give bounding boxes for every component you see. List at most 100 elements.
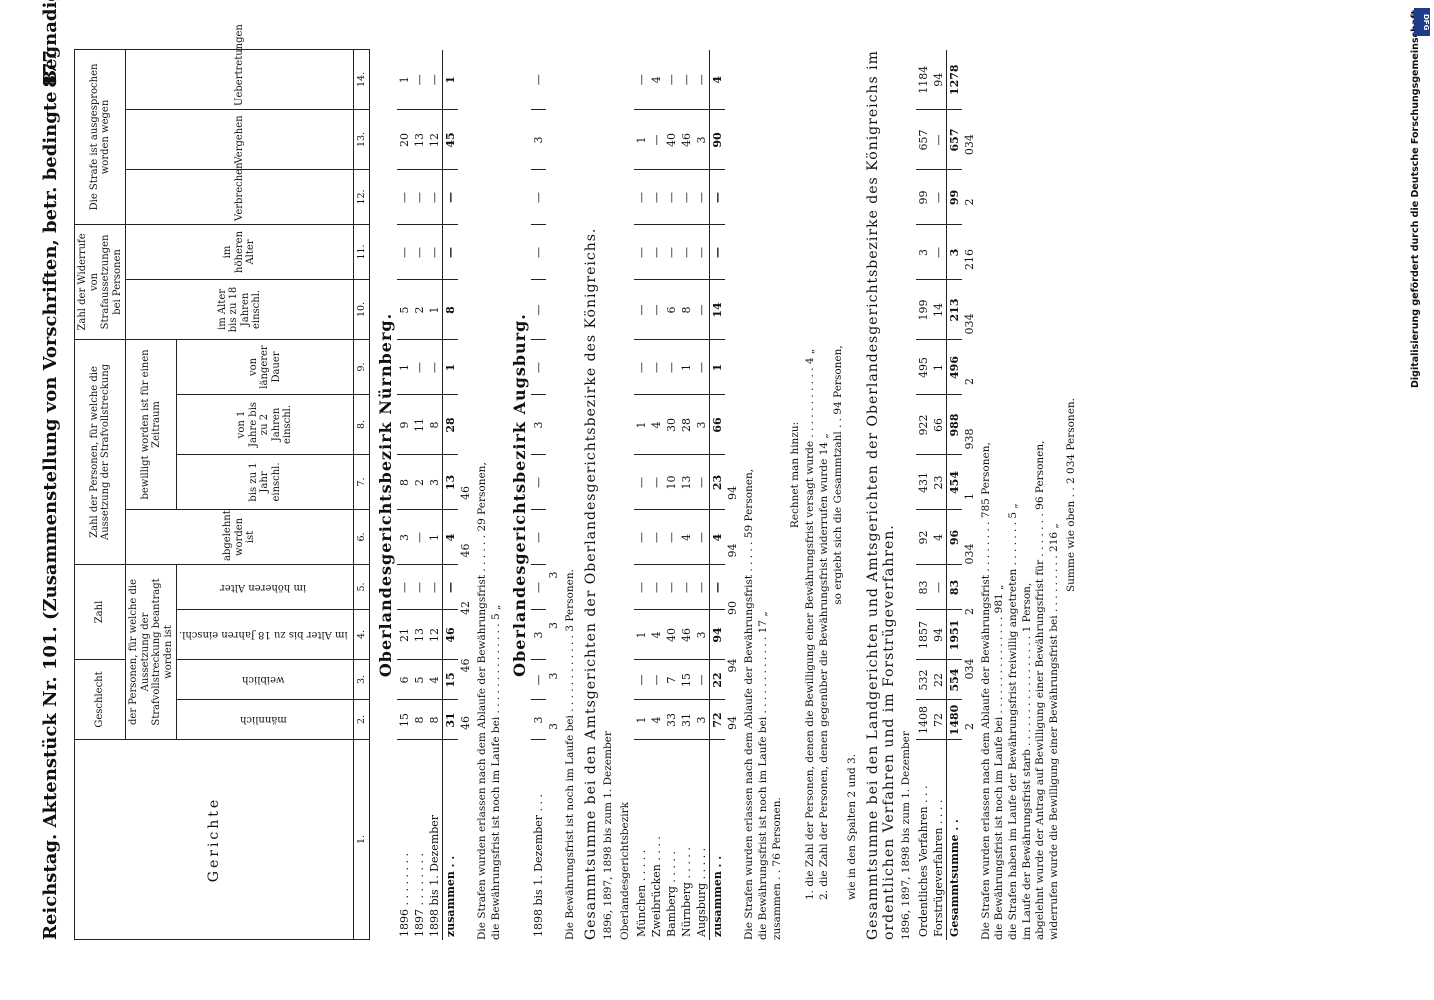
row-label: Gesammtsumme . . bbox=[946, 740, 962, 940]
header-group-d: Die Strafe ist ausgesprochen worden wege… bbox=[74, 49, 126, 225]
header-alter-bis18: im Alter bis zu 18 Jahren einschl. bbox=[176, 609, 354, 660]
table-cell: — bbox=[649, 110, 665, 170]
side-credit-text: Digitalisierung gefördert durch die Deut… bbox=[1410, 10, 1421, 388]
table-cell: — bbox=[634, 50, 650, 110]
final-sum: Summe wie oben . . 2 034 Personen. bbox=[1064, 397, 1077, 593]
subtotal-row: 3 3 3 3 bbox=[546, 50, 561, 940]
table-cell: 94 bbox=[709, 610, 726, 660]
table-cell: 46 bbox=[679, 110, 695, 170]
table-cell: 83 bbox=[946, 565, 962, 610]
row-label: Ordentliches Verfahren . . . bbox=[916, 785, 930, 937]
table-cell: 3 bbox=[530, 110, 546, 170]
table-cell: 1 bbox=[442, 340, 459, 395]
table-amtsgerichte: München . . . . .1—1———1————1—Zweibrücke… bbox=[634, 50, 740, 940]
row-label bbox=[725, 740, 740, 940]
subtotal-row: 94 94 90 94 94 bbox=[725, 50, 740, 940]
table-cell: 5 bbox=[397, 280, 413, 340]
table-cell: — bbox=[412, 170, 428, 225]
note-augsburg: Die Bewährungsfrist ist noch im Laufe be… bbox=[563, 569, 576, 940]
table-cell: 4 bbox=[679, 510, 695, 565]
table-cell: 3 bbox=[694, 610, 710, 660]
table-cell: — bbox=[634, 170, 650, 225]
table-cell: — bbox=[649, 565, 665, 610]
table-cell: 1 bbox=[634, 700, 650, 740]
table-row: 1898 bis 1. Dezember . . .3—3———3————3— bbox=[530, 50, 546, 940]
table-cell: 8 bbox=[427, 700, 443, 740]
table-cell: 1857 bbox=[915, 610, 931, 660]
table-cell: 2 bbox=[412, 455, 428, 510]
page-title: Reichstag. Aktenstück Nr. 101. (Zusammen… bbox=[40, 0, 61, 940]
table-cell: — bbox=[694, 510, 710, 565]
table-cell: 496 bbox=[946, 340, 962, 395]
table-cell: 94 bbox=[930, 610, 947, 660]
table-cell: — bbox=[709, 170, 726, 225]
header-laenger: von längerer Dauer bbox=[176, 339, 354, 395]
table-cell: 554 bbox=[946, 660, 962, 700]
header-uebertretungen: Uebertretungen bbox=[125, 24, 354, 110]
table-cell: 12 bbox=[427, 610, 443, 660]
row-label: Nürnberg . . . . . bbox=[680, 847, 694, 937]
table-cell: 3 bbox=[530, 700, 546, 740]
table-cell: — bbox=[649, 660, 665, 700]
table-cell: 3 bbox=[694, 700, 710, 740]
table-cell: 92 bbox=[915, 510, 931, 565]
column-number: 8. bbox=[353, 394, 370, 455]
column-number: 14. bbox=[353, 49, 370, 110]
table-cell: — bbox=[634, 565, 650, 610]
subtotals: 94 94 90 94 94 bbox=[726, 486, 740, 730]
table-cell: — bbox=[694, 455, 710, 510]
table-cell: — bbox=[530, 225, 546, 280]
table-cell: 8 bbox=[397, 455, 413, 510]
side-credit: Digitalisierung gefördert durch die Deut… bbox=[1410, 10, 1428, 990]
table-cell: — bbox=[442, 225, 459, 280]
table-cell: — bbox=[412, 225, 428, 280]
notes-landgerichte: Die Strafen wurden erlassen nach dem Abl… bbox=[980, 50, 1062, 940]
table-cell: 31 bbox=[679, 700, 695, 740]
table-cell: — bbox=[397, 225, 413, 280]
subtotals: 2 034 2 034 1 938 2 034 216 2 034 bbox=[962, 134, 976, 730]
table-augsburg: 1898 bis 1. Dezember . . .3—3———3————3—3… bbox=[530, 50, 561, 940]
dfg-logo: DFG bbox=[1414, 8, 1430, 36]
note-line: die Bewährungsfrist ist noch im Laufe be… bbox=[993, 584, 1006, 940]
table-cell: 66 bbox=[709, 395, 726, 455]
notes-amtsgerichte: Die Strafen wurden erlassen nach dem Abl… bbox=[743, 50, 784, 940]
table-cell: 10 bbox=[664, 455, 680, 510]
note-line: 2. die Zahl der Personen, denen gegenübe… bbox=[817, 433, 830, 900]
row-label: 1898 bis 1. Dezember bbox=[428, 814, 442, 937]
table-cell: 66 bbox=[930, 395, 947, 455]
table-cell: — bbox=[679, 170, 695, 225]
table-cell: 40 bbox=[664, 610, 680, 660]
header-zahl: Zahl bbox=[74, 564, 126, 660]
table-cell: — bbox=[427, 50, 443, 110]
table-cell: — bbox=[427, 170, 443, 225]
table-cell: 23 bbox=[930, 455, 947, 510]
table-cell: — bbox=[664, 50, 680, 110]
table-cell: 5 bbox=[412, 660, 428, 700]
section-title-amtsgerichte: Gesammtsumme bei den Amtsgerichten der O… bbox=[583, 227, 600, 940]
calc-tail: wie in den Spalten 2 und 3. bbox=[846, 753, 859, 900]
column-number: 5. bbox=[353, 564, 370, 610]
table-cell: — bbox=[679, 225, 695, 280]
table-cell: — bbox=[397, 170, 413, 225]
row-label: 1897 . . . . . . . . bbox=[413, 853, 427, 937]
table-cell: — bbox=[530, 455, 546, 510]
table-cell: 15 bbox=[679, 660, 695, 700]
page-number: 877 bbox=[40, 50, 61, 88]
table-cell: 1 bbox=[427, 280, 443, 340]
column-number: 4. bbox=[353, 609, 370, 660]
table-cell: 8 bbox=[427, 395, 443, 455]
table-cell: 4 bbox=[649, 610, 665, 660]
table-cell: — bbox=[634, 340, 650, 395]
table-cell: 3 bbox=[397, 510, 413, 565]
table-cell: — bbox=[930, 565, 947, 610]
table-cell: — bbox=[397, 565, 413, 610]
table-cell: 1 bbox=[427, 510, 443, 565]
table-cell: — bbox=[412, 510, 428, 565]
subtotals: 46 46 42 46 46 bbox=[459, 486, 473, 730]
table-cell: 72 bbox=[930, 700, 947, 740]
